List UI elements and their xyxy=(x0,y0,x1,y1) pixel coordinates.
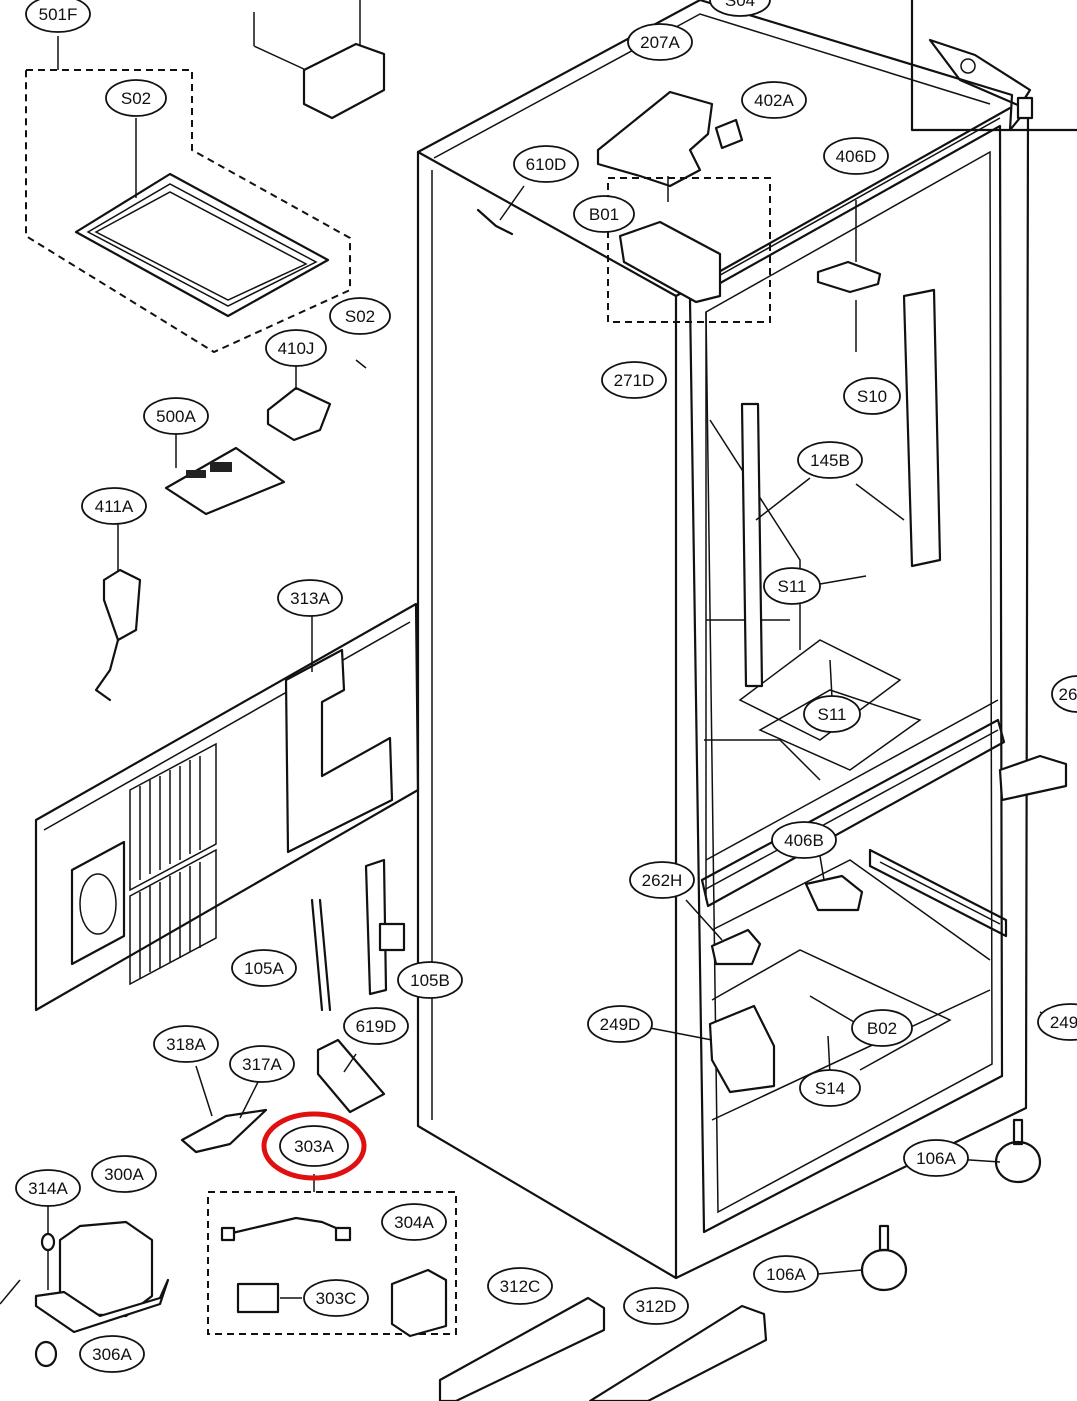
label-303a[interactable]: 303A xyxy=(279,1125,349,1167)
svg-text:312C: 312C xyxy=(500,1277,541,1296)
label-312d[interactable]: 312D xyxy=(623,1287,689,1325)
svg-text:304A: 304A xyxy=(394,1213,434,1232)
label-145b[interactable]: 145B xyxy=(797,441,863,479)
label-406d[interactable]: 406D xyxy=(823,137,889,175)
label-106a-a[interactable]: 106A xyxy=(903,1139,969,1177)
label-26-cut[interactable]: 26 xyxy=(1051,675,1077,713)
part-501f-assembly xyxy=(25,0,942,702)
svg-text:406B: 406B xyxy=(784,831,824,850)
svg-text:B02: B02 xyxy=(867,1019,897,1038)
svg-text:249: 249 xyxy=(1050,1013,1077,1032)
svg-text:318A: 318A xyxy=(166,1035,206,1054)
svg-text:145B: 145B xyxy=(810,451,850,470)
label-s10[interactable]: S10 xyxy=(843,377,901,415)
label-317a[interactable]: 317A xyxy=(229,1045,295,1083)
svg-text:249D: 249D xyxy=(600,1015,641,1034)
svg-text:303C: 303C xyxy=(316,1289,357,1308)
svg-text:S11: S11 xyxy=(778,577,807,596)
label-s04[interactable]: S04 xyxy=(709,0,771,17)
label-406b[interactable]: 406B xyxy=(771,821,837,859)
label-262h[interactable]: 262H xyxy=(629,861,695,899)
label-s02-a[interactable]: S02 xyxy=(105,79,167,117)
back-panel-313a xyxy=(34,602,420,1012)
svg-text:271D: 271D xyxy=(614,371,655,390)
part-labels: 501F S02 S02 410J 500A 411A 313A 207A S0… xyxy=(15,0,1077,1373)
label-312c[interactable]: 312C xyxy=(487,1267,553,1305)
svg-text:411A: 411A xyxy=(95,497,134,516)
svg-text:S02: S02 xyxy=(345,307,375,326)
label-105a[interactable]: 105A xyxy=(231,949,297,987)
svg-text:402A: 402A xyxy=(754,91,794,110)
label-303c[interactable]: 303C xyxy=(303,1279,369,1317)
svg-text:S11: S11 xyxy=(818,705,847,724)
label-207a[interactable]: 207A xyxy=(627,23,693,61)
label-402a[interactable]: 402A xyxy=(741,81,807,119)
label-b01[interactable]: B01 xyxy=(573,195,635,233)
label-313a[interactable]: 313A xyxy=(277,579,343,617)
label-s11-b[interactable]: S11 xyxy=(803,695,861,733)
label-b02[interactable]: B02 xyxy=(851,1009,913,1047)
svg-text:S14: S14 xyxy=(815,1079,845,1098)
highlight-ring xyxy=(261,1111,367,1181)
label-s02-b[interactable]: S02 xyxy=(329,297,391,335)
label-304a[interactable]: 304A xyxy=(381,1203,447,1241)
label-s11-a[interactable]: S11 xyxy=(763,567,821,605)
label-105b[interactable]: 105B xyxy=(397,961,463,999)
svg-text:S10: S10 xyxy=(857,387,887,406)
svg-text:312D: 312D xyxy=(636,1297,677,1316)
svg-text:26: 26 xyxy=(1059,685,1077,704)
svg-text:106A: 106A xyxy=(766,1265,806,1284)
svg-text:303A: 303A xyxy=(294,1137,334,1156)
svg-text:501F: 501F xyxy=(39,5,78,24)
label-271d[interactable]: 271D xyxy=(601,361,667,399)
svg-text:262H: 262H xyxy=(642,871,683,890)
label-300a[interactable]: 300A xyxy=(91,1155,157,1193)
svg-text:S04: S04 xyxy=(725,0,755,10)
label-106a-b[interactable]: 106A xyxy=(753,1255,819,1293)
label-306a[interactable]: 306A xyxy=(79,1335,145,1373)
label-318a[interactable]: 318A xyxy=(153,1025,219,1063)
label-610d[interactable]: 610D xyxy=(513,145,579,183)
svg-text:500A: 500A xyxy=(156,407,196,426)
svg-text:106A: 106A xyxy=(916,1149,956,1168)
svg-text:105B: 105B xyxy=(410,971,450,990)
svg-text:S02: S02 xyxy=(121,89,151,108)
svg-text:105A: 105A xyxy=(244,959,284,978)
label-249-cut[interactable]: 249 xyxy=(1037,1003,1077,1041)
svg-text:410J: 410J xyxy=(278,339,315,358)
label-249d[interactable]: 249D xyxy=(587,1005,653,1043)
svg-text:610D: 610D xyxy=(526,155,567,174)
label-500a[interactable]: 500A xyxy=(143,397,209,435)
svg-text:314A: 314A xyxy=(28,1179,68,1198)
lower-parts xyxy=(0,754,1071,1401)
label-619d[interactable]: 619D xyxy=(343,1007,409,1045)
svg-text:207A: 207A xyxy=(640,33,680,52)
label-314a[interactable]: 314A xyxy=(15,1169,81,1207)
label-411a[interactable]: 411A xyxy=(81,487,147,525)
svg-text:300A: 300A xyxy=(104,1165,144,1184)
label-s14[interactable]: S14 xyxy=(799,1069,861,1107)
label-410j[interactable]: 410J xyxy=(265,329,327,367)
svg-text:317A: 317A xyxy=(242,1055,282,1074)
svg-text:313A: 313A xyxy=(290,589,330,608)
svg-text:406D: 406D xyxy=(836,147,877,166)
svg-text:B01: B01 xyxy=(589,205,619,224)
label-501f[interactable]: 501F xyxy=(25,0,91,33)
svg-text:619D: 619D xyxy=(356,1017,397,1036)
svg-text:306A: 306A xyxy=(92,1345,132,1364)
